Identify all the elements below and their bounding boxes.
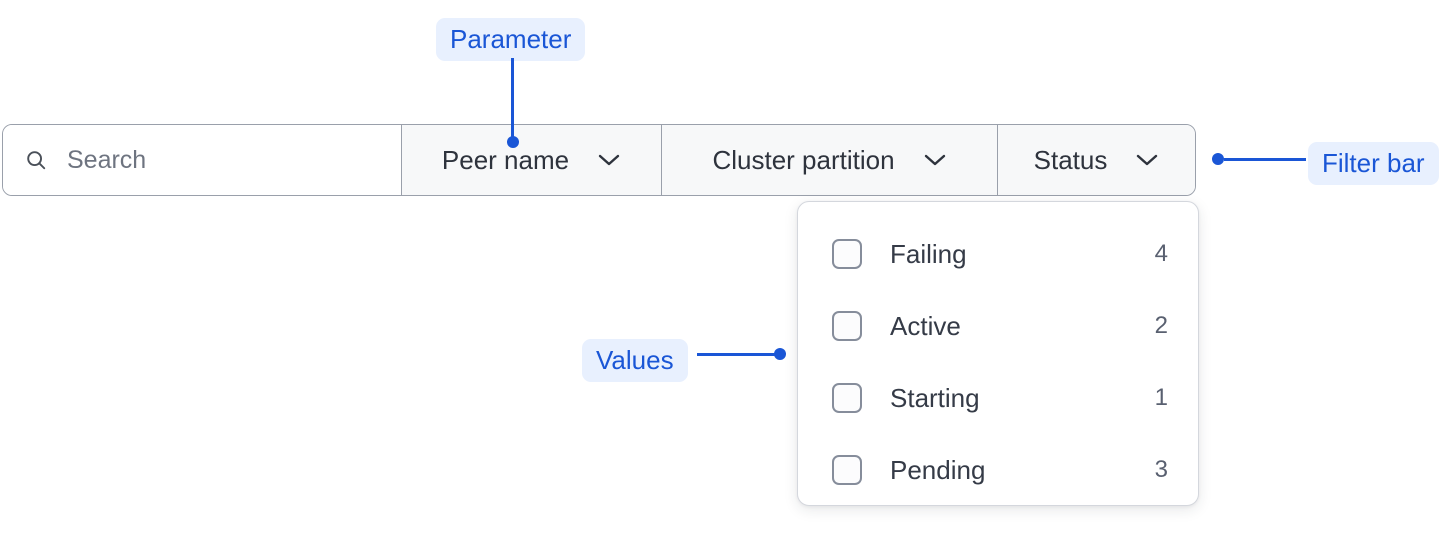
annotation-parameter-dot: [507, 136, 519, 148]
dropdown-option-failing[interactable]: Failing 4: [798, 218, 1198, 290]
filter-section-peer-name-label: Peer name: [441, 144, 570, 175]
search-field[interactable]: [3, 125, 402, 195]
status-dropdown-panel: Failing 4 Active 2 Starting 1 Pending 3: [797, 201, 1199, 506]
dropdown-option-count: 1: [1154, 384, 1168, 411]
search-input[interactable]: [67, 145, 367, 175]
filter-section-status[interactable]: Status: [998, 125, 1195, 195]
dropdown-option-label: Failing: [890, 238, 967, 269]
dropdown-option-starting[interactable]: Starting 1: [798, 362, 1198, 434]
filter-bar: Peer name Cluster partition Status: [2, 124, 1196, 196]
checkbox-pending[interactable]: [832, 455, 862, 485]
chevron-down-icon: [1137, 154, 1158, 166]
chevron-down-icon: [924, 154, 945, 166]
chevron-down-icon: [598, 154, 620, 166]
annotation-filter-bar-connector: [1224, 158, 1306, 161]
dropdown-option-active[interactable]: Active 2: [798, 290, 1198, 362]
dropdown-option-label: Active: [890, 310, 961, 341]
annotation-values: Values: [582, 339, 688, 382]
annotation-filter-bar: Filter bar: [1308, 142, 1439, 185]
dropdown-option-label: Starting: [890, 382, 980, 413]
dropdown-option-count: 3: [1154, 456, 1168, 483]
annotation-parameter: Parameter: [436, 18, 586, 61]
dropdown-option-count: 4: [1154, 240, 1168, 267]
checkbox-failing[interactable]: [832, 239, 862, 269]
filter-section-peer-name[interactable]: Peer name: [402, 125, 662, 195]
checkbox-active[interactable]: [832, 311, 862, 341]
annotation-values-dot: [774, 348, 786, 360]
dropdown-option-pending[interactable]: Pending 3: [798, 434, 1198, 506]
filter-section-cluster-partition-label: Cluster partition: [712, 144, 895, 175]
checkbox-starting[interactable]: [832, 383, 862, 413]
dropdown-option-label: Pending: [890, 454, 986, 485]
filter-section-cluster-partition[interactable]: Cluster partition: [662, 125, 998, 195]
annotation-parameter-connector: [511, 58, 514, 144]
annotation-filter-bar-dot: [1212, 153, 1224, 165]
search-icon: [27, 151, 46, 170]
dropdown-option-count: 2: [1154, 312, 1168, 339]
annotation-values-connector: [697, 353, 775, 356]
filter-section-status-label: Status: [1033, 144, 1108, 175]
